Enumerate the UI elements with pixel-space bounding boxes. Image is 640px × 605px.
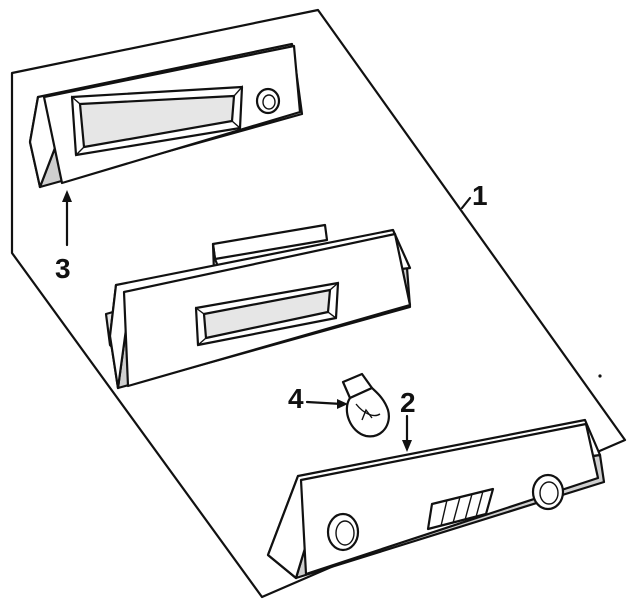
callout-1: 1 — [472, 180, 488, 211]
part-4-bulb — [341, 372, 390, 438]
arrow-2 — [402, 440, 412, 452]
leader-1 — [460, 196, 472, 210]
arrow-4 — [337, 399, 348, 409]
part-2-base-plate — [266, 418, 606, 580]
socket-housing — [104, 223, 412, 390]
callout-3: 3 — [55, 253, 71, 284]
leader-4 — [305, 400, 344, 406]
stray-dot — [598, 374, 602, 378]
plate-vent — [426, 487, 495, 531]
part-3-lens — [28, 42, 304, 189]
callout-2: 2 — [400, 387, 416, 418]
arrow-3 — [62, 190, 72, 202]
callout-4: 4 — [288, 383, 304, 414]
leader-lines — [62, 190, 472, 452]
